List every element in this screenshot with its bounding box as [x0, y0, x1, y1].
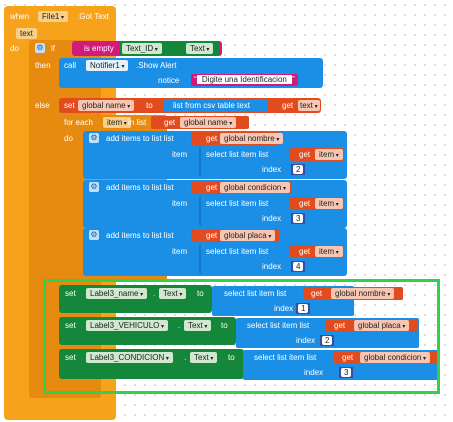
set-label-to-label: to	[197, 289, 204, 298]
else-label: else	[35, 101, 50, 110]
set-label-dot: .	[153, 289, 156, 298]
set-label-component-dropdown[interactable]: Label3_VEHICULO	[86, 320, 169, 331]
foreach-item-dropdown[interactable]: item	[103, 117, 131, 128]
select-index-label: index	[262, 165, 282, 174]
add-items-var-dropdown[interactable]: global condicion	[220, 182, 291, 193]
select-list-item-label: select list item list	[247, 321, 310, 330]
select-get-label: get	[342, 353, 354, 362]
add-items-var-dropdown[interactable]: global nombre	[220, 133, 284, 144]
event-param-text[interactable]: text	[16, 28, 37, 39]
set-label-property-dropdown[interactable]: Text	[190, 352, 218, 363]
select-index-label: index	[274, 304, 294, 313]
select-list-item-label: select list item list	[206, 199, 269, 208]
select-item-dropdown[interactable]: item	[315, 198, 343, 209]
select-list-item-label: select list item list	[206, 150, 269, 159]
index-number-value[interactable]: 3	[341, 368, 352, 377]
index-number-block[interactable]: 4	[291, 261, 306, 272]
select-get-label: get	[299, 150, 311, 159]
select-list-item-label: select list item list	[254, 353, 317, 362]
foreach-label: for each	[64, 118, 93, 127]
set-label-component-dropdown[interactable]: Label3_name	[86, 288, 148, 299]
foreach-inlist-label: in list	[128, 118, 147, 127]
add-items-get-label: get	[206, 183, 218, 192]
select-list-item-label: select list item list	[206, 247, 269, 256]
is-empty-label: is empty	[84, 44, 114, 53]
gear-icon[interactable]: ⚙	[35, 43, 45, 53]
text-id-property-dropdown[interactable]: Text	[186, 43, 214, 54]
foreach-list-dropdown[interactable]: global name	[180, 117, 237, 128]
index-number-block[interactable]: 3	[339, 367, 354, 378]
set-var-dropdown[interactable]: global name	[78, 100, 135, 111]
select-index-label: index	[262, 214, 282, 223]
add-items-get-label: get	[206, 134, 218, 143]
set-label-set-label: set	[65, 353, 76, 362]
set-label-set-label: set	[65, 321, 76, 330]
select-item-dropdown[interactable]: item	[315, 246, 343, 257]
index-number-value[interactable]: 2	[293, 165, 304, 174]
select-get-label: get	[299, 247, 311, 256]
add-items-label: add items to list list	[106, 134, 174, 143]
message-string-block[interactable]: “ Digite una Identificacion ”	[191, 74, 298, 86]
set-label-dot: .	[178, 321, 181, 330]
index-number-block[interactable]: 1	[296, 303, 311, 314]
set-label-set-label: set	[65, 289, 76, 298]
call-label: call	[64, 61, 77, 70]
event-when-label: when	[10, 12, 30, 21]
select-index-label: index	[296, 336, 316, 345]
index-number-value[interactable]: 3	[293, 214, 304, 223]
foreach-do-label: do	[64, 134, 73, 143]
set-label-to-label: to	[221, 321, 228, 330]
select-get-label: get	[311, 289, 323, 298]
index-number-value[interactable]: 1	[298, 304, 309, 313]
add-items-label: add items to list list	[106, 231, 174, 240]
set-label-property-dropdown[interactable]: Text	[184, 320, 212, 331]
event-component-dropdown[interactable]: File1	[38, 11, 69, 22]
select-var-dropdown[interactable]: global placa	[354, 320, 410, 331]
add-items-item-label: item	[172, 247, 188, 256]
set-label-to-label: to	[228, 353, 235, 362]
selection-highlight	[43, 279, 440, 394]
select-index-label: index	[304, 368, 324, 377]
gear-icon[interactable]: ⚙	[89, 133, 99, 143]
set-to-label: to	[146, 101, 153, 110]
select-get-label: get	[334, 321, 346, 330]
get-label: get	[282, 101, 294, 110]
list-from-csv-label: list from csv table text	[173, 101, 250, 110]
index-number-block[interactable]: 2	[291, 164, 306, 175]
index-number-block[interactable]: 3	[291, 213, 306, 224]
message-string-value[interactable]: Digite una Identificacion	[196, 75, 293, 84]
index-number-value[interactable]: 2	[322, 336, 333, 345]
set-label-component-dropdown[interactable]: Label3_CONDICION	[86, 352, 173, 363]
text-id-component-dropdown[interactable]: Text_ID	[122, 43, 162, 54]
gear-icon[interactable]: ⚙	[89, 182, 99, 192]
select-get-label: get	[299, 199, 311, 208]
index-number-value[interactable]: 4	[293, 262, 304, 271]
add-items-var-dropdown[interactable]: global placa	[220, 230, 276, 241]
get-text-dropdown[interactable]: text	[298, 100, 320, 111]
add-items-item-label: item	[172, 199, 188, 208]
set-label: set	[64, 101, 75, 110]
event-name-label: .Got Text	[77, 12, 109, 21]
index-number-block[interactable]: 2	[320, 335, 335, 346]
select-var-dropdown[interactable]: global nombre	[331, 288, 395, 299]
select-list-item-label: select list item list	[224, 289, 287, 298]
add-items-label: add items to list list	[106, 183, 174, 192]
set-label-property-dropdown[interactable]: Text	[159, 288, 187, 299]
foreach-get-label: get	[164, 118, 176, 127]
add-items-item-label: item	[172, 150, 188, 159]
notifier-component-dropdown[interactable]: Notifier1	[86, 60, 129, 71]
notifier-arg-label: notice	[158, 76, 180, 85]
notifier-method-label: .Show Alert	[136, 61, 177, 70]
select-var-dropdown[interactable]: global condicion	[360, 352, 431, 363]
select-index-label: index	[262, 262, 282, 271]
set-label-dot: .	[184, 353, 187, 362]
then-label: then	[35, 61, 51, 70]
add-items-get-label: get	[206, 231, 218, 240]
event-do-label: do	[10, 44, 19, 53]
if-label: if	[51, 44, 55, 53]
select-item-dropdown[interactable]: item	[315, 149, 343, 160]
gear-icon[interactable]: ⚙	[89, 230, 99, 240]
